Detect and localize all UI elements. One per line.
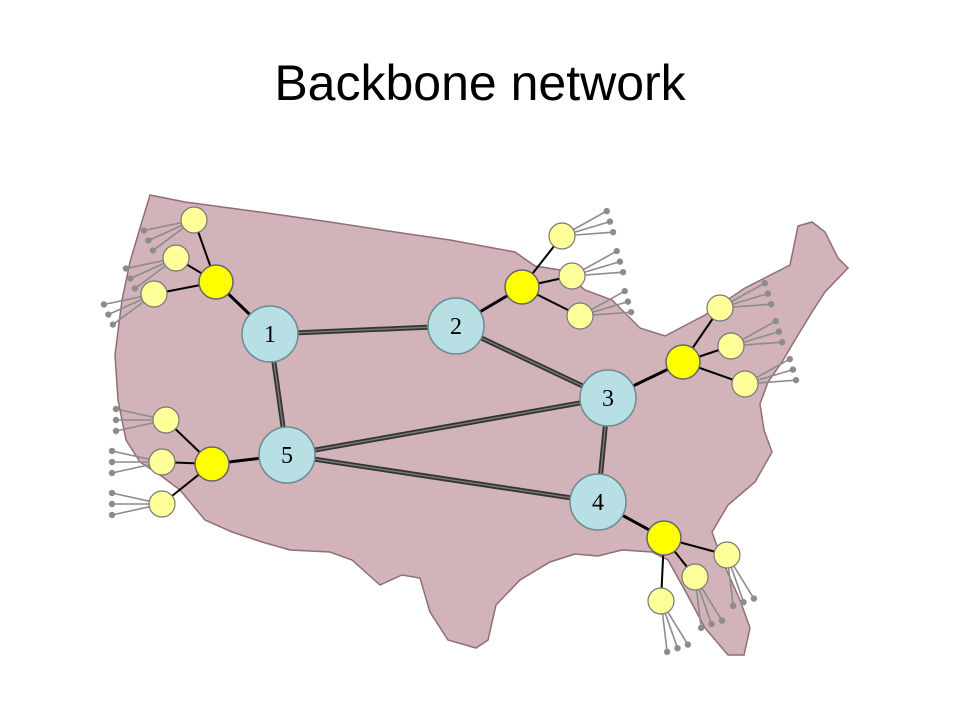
terminal-dot (140, 227, 148, 234)
backbone-node-2: 2 (427, 297, 485, 355)
backbone-node-label: 5 (281, 443, 293, 469)
backbone-node-circle (258, 426, 316, 484)
host-node (152, 406, 180, 434)
terminal-dot (775, 328, 783, 335)
backbone-node-5: 5 (258, 426, 316, 484)
terminal-dot (740, 598, 747, 606)
host-node (681, 563, 709, 591)
terminal-dot (127, 275, 134, 282)
terminal-dot (792, 376, 800, 384)
backbone-node-1: 1 (241, 305, 299, 363)
backbone-node-label: 4 (592, 490, 604, 516)
terminal-dot (684, 641, 692, 648)
terminal-dot (624, 298, 632, 305)
terminal-dot (674, 644, 681, 652)
host-node (162, 244, 190, 272)
terminal-dot (109, 321, 117, 328)
host-node (566, 302, 594, 330)
terminal-dot (616, 258, 624, 265)
terminal-dot (122, 265, 130, 272)
backbone-node-label: 2 (450, 314, 462, 340)
host-node (713, 541, 741, 569)
backbone-link-highlight (286, 454, 599, 503)
regional-router-sw (194, 446, 230, 482)
terminal-dot (603, 207, 610, 215)
terminal-dot (112, 416, 120, 424)
host-node (148, 448, 176, 476)
terminal-dot (718, 617, 726, 624)
terminal-dot (663, 648, 671, 656)
terminal-dot (609, 228, 617, 236)
terminal-dot (108, 511, 116, 519)
backbone-node-4: 4 (569, 473, 627, 531)
terminal-dot (112, 405, 120, 413)
terminal-dot (613, 247, 620, 255)
backbone-node-circle (569, 473, 627, 531)
terminal-dot (761, 279, 768, 287)
terminal-dot (606, 218, 614, 225)
terminal-dot (772, 317, 779, 325)
host-node (180, 206, 208, 234)
backbone-node-circle (579, 369, 637, 427)
host-node (558, 262, 586, 290)
terminal-dot (778, 338, 786, 346)
backbone-node-circle (427, 297, 485, 355)
backbone-link-highlight (286, 397, 609, 456)
terminal-dot (764, 290, 772, 297)
host-node (140, 280, 168, 308)
terminal-dot (149, 247, 157, 254)
regional-router-se (646, 520, 682, 556)
slide-title: Backbone network (274, 55, 686, 111)
terminal-dot (767, 300, 775, 308)
terminal-dot (627, 308, 635, 316)
host-node (731, 370, 759, 398)
regional-router-nw (198, 264, 234, 300)
host-node (706, 294, 734, 322)
backbone-node-3: 3 (579, 369, 637, 427)
terminal-dot (789, 366, 797, 373)
backbone-node-circle (241, 305, 299, 363)
host-node (717, 332, 745, 360)
terminal-dot (112, 427, 120, 435)
terminal-dot (105, 311, 112, 318)
terminal-dot (108, 469, 116, 477)
terminal-dot (131, 285, 139, 292)
terminal-dot (621, 287, 628, 295)
terminal-dot (108, 447, 116, 455)
terminal-dot (697, 624, 705, 632)
terminal-dot (729, 602, 737, 610)
backbone-node-label: 1 (264, 322, 276, 348)
terminal-dot (750, 595, 758, 602)
terminal-dot (108, 489, 116, 497)
terminal-dot (708, 620, 715, 628)
terminal-dot (145, 237, 152, 244)
backbone-link-highlight (269, 325, 457, 335)
regional-router-ne (665, 344, 701, 380)
terminal-dot (108, 458, 116, 466)
host-node (647, 587, 675, 615)
host-node (548, 222, 576, 250)
backbone-node-label: 3 (602, 386, 614, 412)
regional-router-ne-lakes (504, 269, 540, 305)
terminal-dot (108, 500, 116, 508)
terminal-dot (100, 301, 108, 308)
terminal-dot (786, 355, 793, 363)
terminal-dot (619, 268, 627, 276)
host-node (148, 490, 176, 518)
